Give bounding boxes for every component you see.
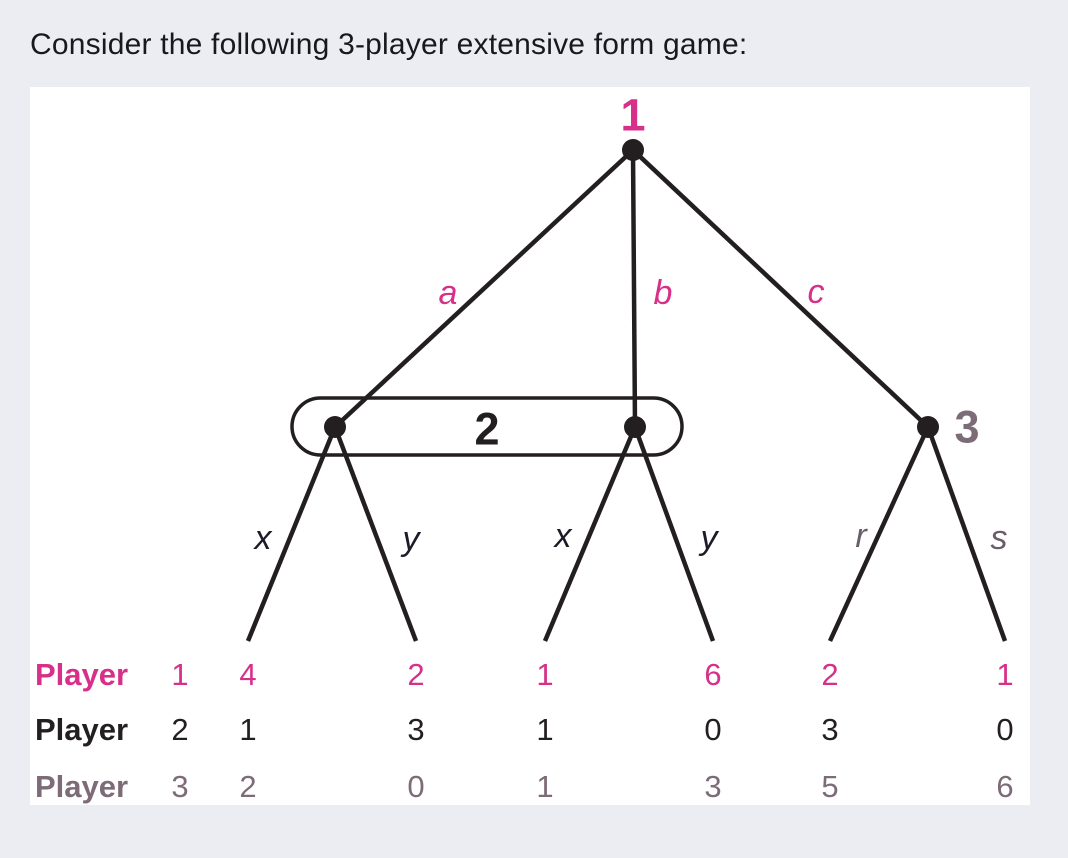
- player3-row-label: Player: [35, 769, 129, 804]
- player2-row-label: Player: [35, 712, 129, 747]
- payoff-p1-outcome1: 4: [239, 657, 257, 692]
- payoff-p3-outcome6: 6: [996, 769, 1014, 804]
- payoff-row-player2: Player 2 1 3 1 0 3 0: [30, 709, 1030, 751]
- player1-row-label: Player: [35, 657, 129, 692]
- edge-r: [827, 426, 931, 642]
- payoff-p1-outcome2: 2: [407, 657, 425, 692]
- player3-node: [917, 416, 939, 438]
- action-label-c: c: [808, 273, 825, 311]
- action-label-y-left: y: [401, 520, 422, 558]
- action-label-s: s: [991, 519, 1008, 557]
- payoff-p1-outcome6: 1: [996, 657, 1014, 692]
- payoff-p3-outcome4: 3: [704, 769, 722, 804]
- infoset-player-label: 2: [474, 404, 499, 455]
- action-label-x-right: x: [553, 517, 573, 555]
- root-player-label: 1: [620, 90, 645, 141]
- payoff-p1-outcome5: 2: [821, 657, 839, 692]
- action-label-y-right: y: [699, 519, 720, 557]
- action-label-r: r: [855, 517, 868, 555]
- player3-row-number: 3: [171, 769, 189, 804]
- infoset-right-node: [624, 416, 646, 438]
- player1-row-number: 1: [171, 657, 189, 692]
- payoff-p3-outcome3: 1: [536, 769, 554, 804]
- edge-x-right: [542, 426, 638, 642]
- information-set-outline: [290, 396, 684, 457]
- page-title: Consider the following 3-player extensiv…: [30, 28, 748, 61]
- edge-y-left: [332, 426, 419, 642]
- payoff-p2-outcome1: 1: [239, 712, 257, 747]
- player3-label: 3: [954, 402, 979, 453]
- edge-x-left: [245, 426, 338, 642]
- game-tree-panel: 1 2 3 a b c x y x y r s Player 1 4 2 1 6…: [30, 87, 1030, 805]
- payoff-p2-outcome2: 3: [407, 712, 425, 747]
- action-label-a: a: [439, 274, 458, 312]
- action-label-x-left: x: [253, 519, 273, 557]
- edge-b: [630, 149, 638, 428]
- edge-c: [631, 148, 930, 429]
- root-node: [622, 139, 644, 161]
- payoff-p2-outcome4: 0: [704, 712, 722, 747]
- payoff-p2-outcome6: 0: [996, 712, 1014, 747]
- payoff-p1-outcome3: 1: [536, 657, 554, 692]
- player2-row-number: 2: [171, 712, 189, 747]
- edge-y-right: [632, 426, 716, 642]
- edge-s: [925, 426, 1008, 642]
- payoff-p3-outcome1: 2: [239, 769, 257, 804]
- payoff-row-player3: Player 3 2 0 1 3 5 6: [30, 766, 1030, 808]
- payoff-p3-outcome2: 0: [407, 769, 425, 804]
- edge-a: [333, 148, 635, 429]
- payoff-p3-outcome5: 5: [821, 769, 839, 804]
- payoff-row-player1: Player 1 4 2 1 6 2 1: [30, 654, 1030, 696]
- game-tree-diagram: 1 2 3 a b c x y x y r s: [245, 90, 1008, 642]
- payoff-p2-outcome5: 3: [821, 712, 839, 747]
- infoset-left-node: [324, 416, 346, 438]
- payoff-p2-outcome3: 1: [536, 712, 554, 747]
- action-label-b: b: [654, 274, 673, 312]
- payoff-p1-outcome4: 6: [704, 657, 722, 692]
